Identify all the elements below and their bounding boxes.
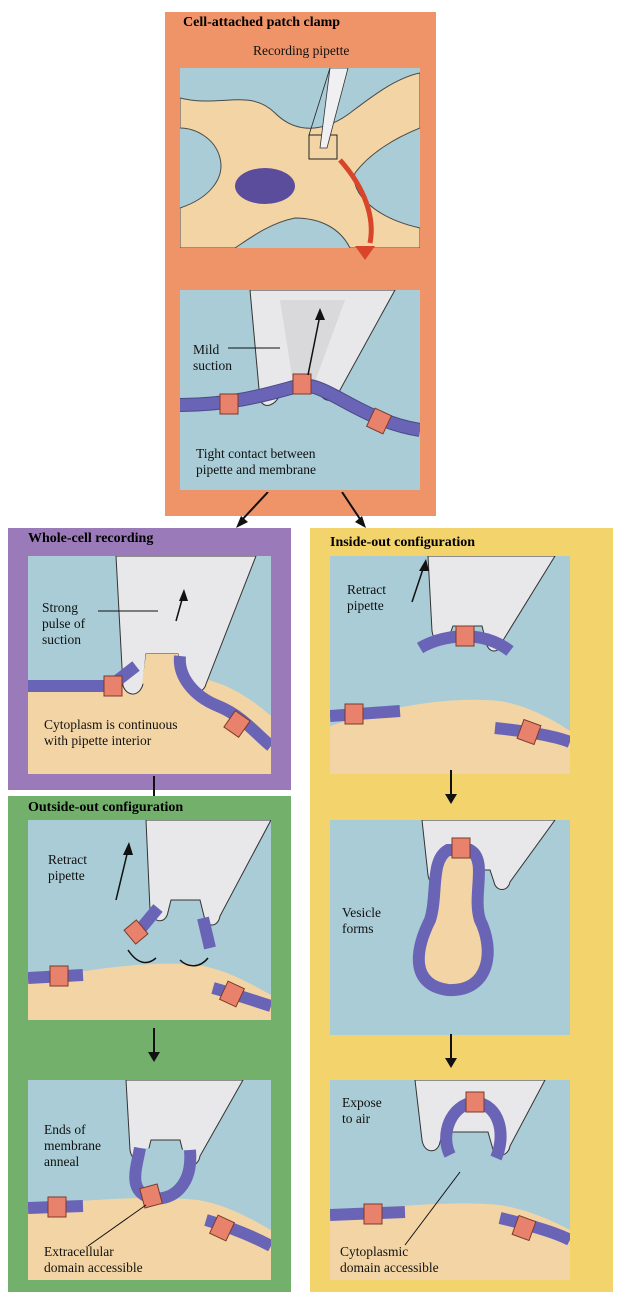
channel — [345, 704, 363, 724]
outside-out-retract-drawing — [28, 820, 271, 1020]
ends-anneal-label: Ends of membrane anneal — [44, 1122, 101, 1170]
outside-out-title: Outside-out configuration — [28, 800, 183, 816]
channel — [50, 966, 68, 986]
zoom-arrowhead — [355, 246, 375, 260]
recording-pipette-label: Recording pipette — [253, 43, 349, 59]
channel — [456, 626, 474, 646]
vesicle-forms-label: Vesicle forms — [342, 905, 381, 937]
channel — [293, 374, 311, 394]
pipette — [415, 1080, 545, 1155]
cell-attached-title: Cell-attached patch clamp — [183, 15, 340, 31]
nucleus — [235, 168, 295, 204]
channel — [104, 676, 122, 696]
channel — [48, 1197, 66, 1217]
retract-pipette-label-outside: Retract pipette — [48, 852, 87, 884]
outside-out-retract-square — [28, 820, 271, 1020]
neuron-cell-body — [180, 73, 420, 248]
expose-to-air-label: Expose to air — [342, 1095, 382, 1127]
down-arrow — [146, 1028, 162, 1064]
channel — [466, 1092, 484, 1112]
retract-pipette-label-inside: Retract pipette — [347, 582, 386, 614]
tight-contact-label: Tight contact between pipette and membra… — [196, 446, 316, 478]
channel — [364, 1204, 382, 1224]
retract-arrow — [412, 566, 424, 602]
inside-out-title: Inside-out configuration — [330, 535, 475, 551]
cell-overview-square — [180, 68, 420, 248]
mild-suction-label: Mild suction — [193, 342, 232, 374]
pipette — [146, 820, 271, 925]
channel — [452, 838, 470, 858]
cell-overview-drawing — [180, 68, 420, 248]
anneal-arrows — [128, 950, 156, 963]
retract-arrow — [116, 850, 128, 900]
down-arrow — [443, 770, 459, 806]
down-arrow — [443, 1034, 459, 1070]
whole-cell-title: Whole-cell recording — [28, 531, 153, 547]
extracellular-domain-label: Extracellular domain accessible — [44, 1244, 143, 1276]
cytoplasm-continuous-label: Cytoplasm is continuous with pipette int… — [44, 717, 178, 749]
channel — [220, 394, 238, 414]
strong-pulse-label: Strong pulse of suction — [42, 600, 85, 648]
cytoplasmic-domain-label: Cytoplasmic domain accessible — [340, 1244, 439, 1276]
